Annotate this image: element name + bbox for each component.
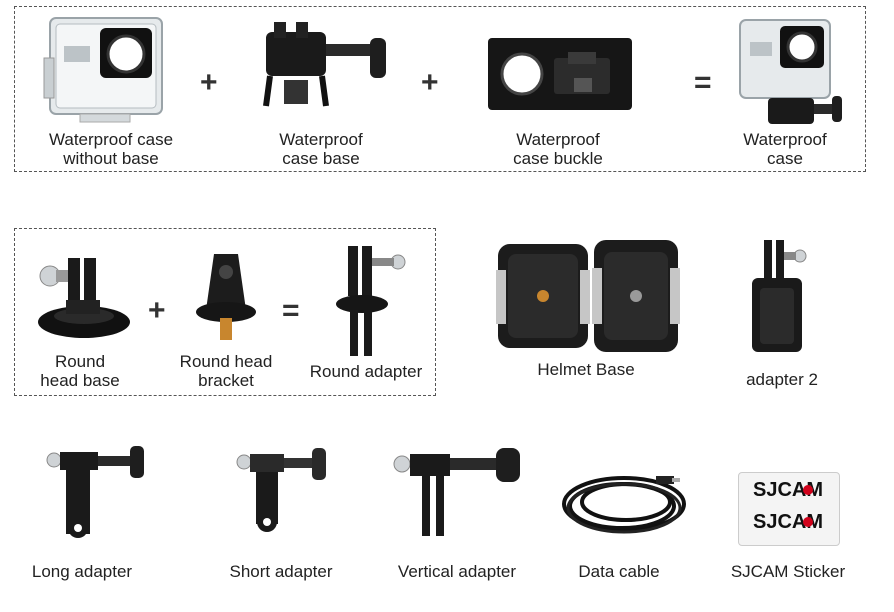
round-head-base-label: Round head base xyxy=(40,352,120,390)
adapter-2-label: adapter 2 xyxy=(746,370,818,389)
short-adapter-image xyxy=(236,448,326,532)
equals-operator: = xyxy=(282,294,300,327)
waterproof-case-buckle-label: Waterproof case buckle xyxy=(513,130,603,168)
assembled-case-image xyxy=(739,19,842,124)
round-adapter-label: Round adapter xyxy=(309,362,423,381)
waterproof-case-image xyxy=(43,17,163,123)
helmet-base-image xyxy=(496,240,680,352)
sjcam-sticker-label: SJCAM Sticker xyxy=(730,562,846,581)
long-adapter-label: Long adapter xyxy=(31,562,133,581)
vertical-adapter-image xyxy=(393,448,520,536)
equals-operator: = xyxy=(694,66,712,99)
waterproof-case-without-base-label: Waterproof case without base xyxy=(48,130,174,168)
case-base-image xyxy=(263,22,386,107)
combo-box-waterproof xyxy=(14,6,866,172)
plus-operator: + xyxy=(200,66,218,99)
adapter-2-image xyxy=(752,240,807,352)
waterproof-case-label: Waterproof case xyxy=(743,130,827,168)
data-cable-label: Data cable xyxy=(578,562,660,581)
sticker-brand-top: SJCAM xyxy=(753,479,824,501)
case-buckle-image xyxy=(488,38,632,110)
sticker-brand-bottom: SJCAM xyxy=(753,511,824,533)
sticker-accent-bottom xyxy=(803,517,813,527)
combo-box-round-adapter xyxy=(14,228,436,396)
data-cable-image xyxy=(562,476,686,534)
long-adapter-image xyxy=(46,446,144,538)
waterproof-case-base-label: Waterproof case base xyxy=(279,130,363,168)
sticker-sheet: SJCAM SJCAM xyxy=(738,472,840,546)
plus-operator: + xyxy=(421,66,439,99)
plus-operator: + xyxy=(148,294,166,327)
short-adapter-label: Short adapter xyxy=(229,562,333,581)
round-adapter-image xyxy=(336,246,406,356)
round-head-bracket-label: Round head bracket xyxy=(179,352,273,390)
vertical-adapter-label: Vertical adapter xyxy=(397,562,517,581)
sticker-accent-top xyxy=(803,485,813,495)
round-head-bracket-image xyxy=(196,254,256,340)
helmet-base-label: Helmet Base xyxy=(537,360,635,379)
round-head-base-image xyxy=(38,258,130,338)
